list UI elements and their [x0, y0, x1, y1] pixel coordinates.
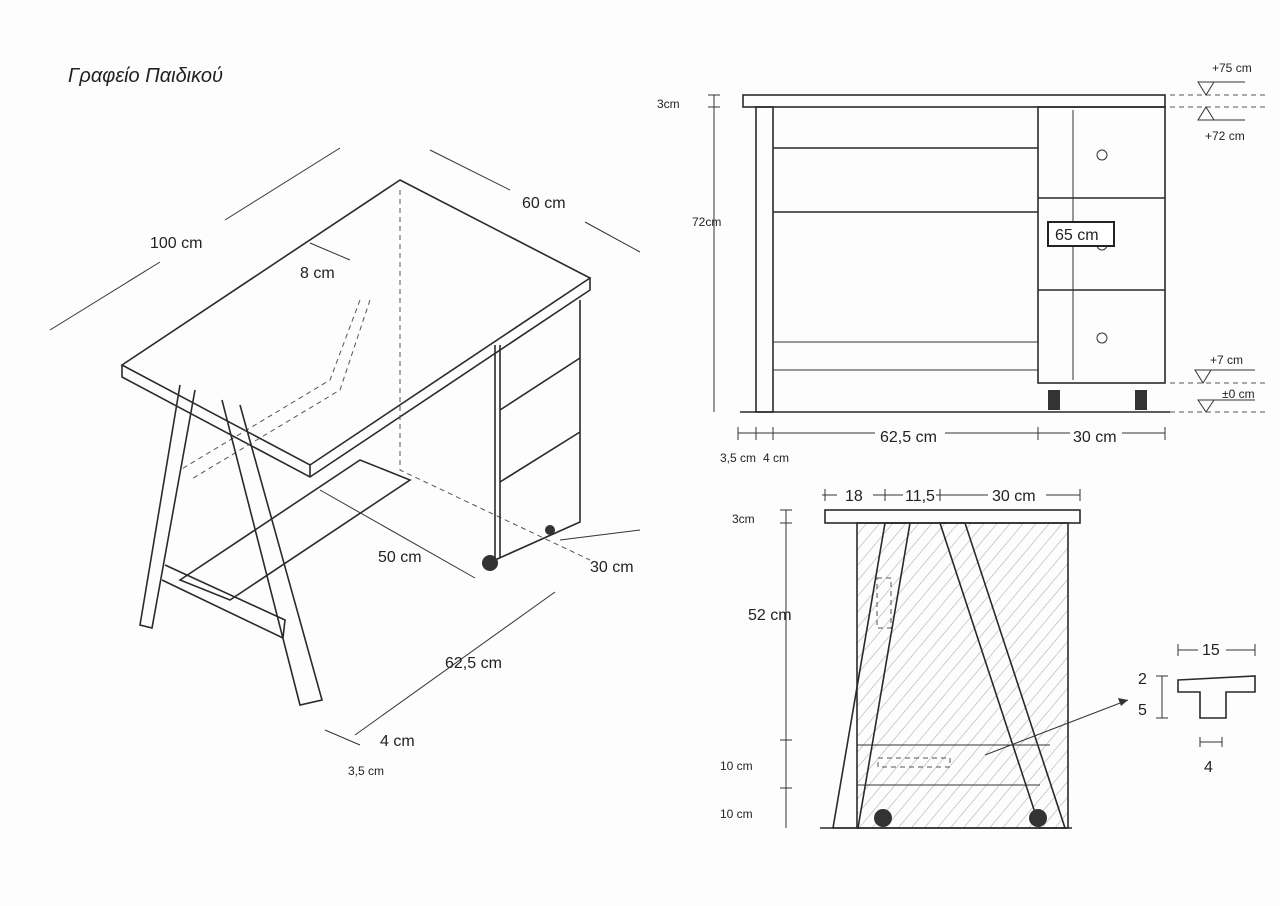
- level-ground: ±0 cm: [1222, 387, 1255, 401]
- dim-drawer-height: 65 cm: [1055, 227, 1099, 244]
- dim-side-top: 3cm: [732, 512, 755, 526]
- dim-height: 72cm: [692, 215, 721, 229]
- detail-top: 2: [1138, 671, 1147, 688]
- dim-side-rail: 10 cm: [720, 759, 753, 773]
- isometric-view: 100 cm 60 cm 8 cm 50 cm 30 cm 62,5 cm 4 …: [49, 147, 641, 778]
- dim-side-bottom: 10 cm: [720, 807, 753, 821]
- front-view: 65 cm 3cm 72cm 62,5 cm 30 cm 3,5 cm 4 cm…: [657, 61, 1265, 465]
- dim-leg-depth: 3,5 cm: [348, 764, 384, 778]
- level-wheels: +7 cm: [1210, 353, 1243, 367]
- dim-pedestal: 30 cm: [590, 559, 634, 576]
- detail-stem: 5: [1138, 702, 1147, 719]
- dim-depth: 60 cm: [522, 195, 566, 212]
- dim-span: 62,5 cm: [445, 655, 502, 672]
- level-top: +75 cm: [1212, 61, 1252, 75]
- dim-pedestal-front: 30 cm: [1073, 429, 1117, 446]
- dim-leg-depth-front: 3,5 cm: [720, 451, 756, 465]
- side-view: 18 11,5 30 cm 3cm 52 cm 10 cm 10 cm: [720, 485, 1129, 829]
- dim-side-a: 18: [845, 488, 863, 505]
- detail-width: 15: [1202, 642, 1220, 659]
- drawing-title: Γραφείο Παιδικού: [68, 65, 223, 87]
- dim-side-c: 30 cm: [992, 488, 1036, 505]
- dim-side-b: 11,5: [905, 488, 935, 505]
- dim-length: 100 cm: [150, 235, 202, 252]
- dim-overhang: 8 cm: [300, 265, 335, 282]
- detail-stem-width: 4: [1204, 759, 1213, 776]
- dim-span-front: 62,5 cm: [880, 429, 937, 446]
- dim-leg-width-front: 4 cm: [763, 451, 789, 465]
- dim-leg-width: 4 cm: [380, 733, 415, 750]
- dim-side-height: 52 cm: [748, 607, 792, 624]
- level-under-top: +72 cm: [1205, 129, 1245, 143]
- rail-profile-detail: 15 2 5 4: [1138, 640, 1256, 776]
- dim-top-thickness: 3cm: [657, 97, 680, 111]
- dim-shelf: 50 cm: [378, 549, 422, 566]
